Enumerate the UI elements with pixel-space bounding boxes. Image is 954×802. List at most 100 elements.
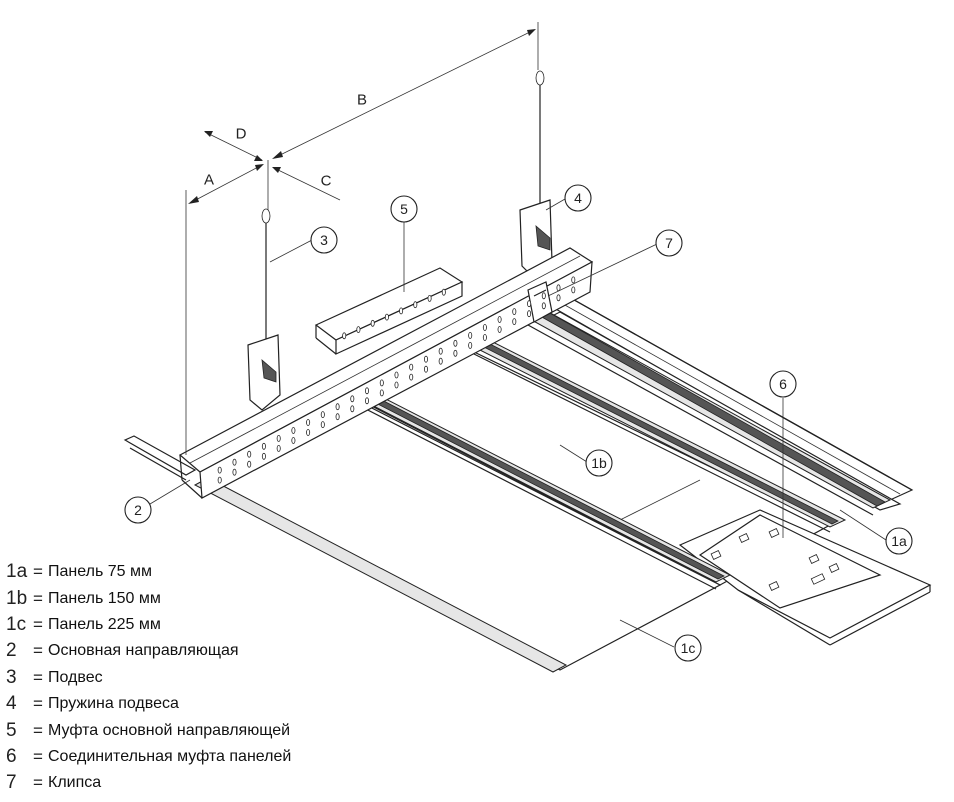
perforation-hole xyxy=(217,476,222,484)
legend-item-1b: 1b = Панель 150 мм xyxy=(6,585,291,611)
perforation-hole xyxy=(427,294,432,302)
perforation-hole xyxy=(379,389,384,397)
legend-item-3: 3 = Подвес xyxy=(6,665,291,691)
perforation-hole xyxy=(399,307,404,315)
legend-code: 7 xyxy=(6,772,17,794)
svg-text:3: 3 xyxy=(320,232,328,248)
perforation-hole xyxy=(453,349,458,357)
perforation-hole xyxy=(261,442,266,450)
legend-equals: = xyxy=(33,614,43,634)
perforation-hole xyxy=(438,347,443,355)
legend-equals: = xyxy=(33,667,43,687)
legend-equals: = xyxy=(33,588,43,608)
perforation-hole xyxy=(364,397,369,405)
legend-code: 2 xyxy=(6,640,17,662)
perforation-hole xyxy=(409,373,414,381)
perforation-hole xyxy=(453,339,458,347)
perforation-hole xyxy=(571,276,576,284)
perforation-hole xyxy=(247,450,252,458)
perforation-hole xyxy=(512,308,517,316)
callout-5: 5 xyxy=(390,195,418,223)
legend-item-5: 5 = Муфта основной направляющей xyxy=(6,717,291,743)
panel-connector-6 xyxy=(678,509,932,646)
legend-text: Муфта основной направляющей xyxy=(48,721,291,739)
legend-text: Пружина подвеса xyxy=(48,695,179,713)
legend-code: 1b xyxy=(6,587,28,609)
legend-code: 1a xyxy=(6,561,28,583)
perforation-hole xyxy=(291,427,296,434)
perforation-hole xyxy=(497,326,502,333)
panel-1c xyxy=(123,391,732,673)
svg-text:5: 5 xyxy=(400,201,408,217)
main-carrier-rail-2 xyxy=(178,247,594,499)
perforation-hole xyxy=(441,288,446,296)
perforation-hole xyxy=(394,381,399,389)
perforation-hole xyxy=(320,411,325,419)
perforation-hole xyxy=(217,466,222,474)
legend-item-2: 2 = Основная направляющая xyxy=(6,638,291,664)
perforation-hole xyxy=(556,284,561,292)
connector-perforations xyxy=(342,288,446,340)
perforation-hole xyxy=(335,403,340,411)
perforation-hole xyxy=(350,395,355,403)
perforation-hole xyxy=(261,452,266,460)
legend-text: Соединительная муфта панелей xyxy=(48,747,292,765)
main-rail-perforations xyxy=(217,276,576,484)
perforation-hole xyxy=(527,310,532,318)
perforation-hole xyxy=(364,387,369,395)
perforation-hole xyxy=(423,355,428,363)
perforation-hole xyxy=(394,371,399,379)
legend-code: 1c xyxy=(6,613,27,635)
svg-text:2: 2 xyxy=(134,502,142,518)
hanger-rod-3 xyxy=(247,208,281,411)
dimension-lines xyxy=(185,22,539,455)
svg-text:1a: 1a xyxy=(891,533,907,549)
perforation-hole xyxy=(482,324,487,331)
dimension-label-c: C xyxy=(321,173,332,190)
perforation-hole xyxy=(541,292,546,300)
legend-code: 6 xyxy=(6,745,17,767)
svg-text:4: 4 xyxy=(574,190,582,206)
perforation-hole xyxy=(306,419,311,426)
perforation-hole xyxy=(232,458,237,466)
legend-text: Панель 150 мм xyxy=(48,589,161,607)
svg-text:7: 7 xyxy=(665,235,673,251)
perforation-hole xyxy=(409,363,414,371)
perforation-hole xyxy=(291,437,296,444)
svg-text:1c: 1c xyxy=(681,640,696,656)
svg-text:6: 6 xyxy=(779,376,787,392)
callout-1a: 1a xyxy=(885,527,913,555)
callout-1b: 1b xyxy=(585,449,613,477)
perforation-hole xyxy=(571,286,576,294)
perforation-hole xyxy=(438,357,443,365)
perforation-hole xyxy=(541,302,546,310)
legend-equals: = xyxy=(33,694,43,714)
perforation-hole xyxy=(497,316,502,323)
perforation-hole xyxy=(356,326,361,334)
callout-6: 6 xyxy=(769,370,797,398)
legend-item-7: 7 = Клипса xyxy=(6,770,291,796)
legend-equals: = xyxy=(33,746,43,766)
perforation-hole xyxy=(276,434,281,442)
legend: 1a = Панель 75 мм 1b = Панель 150 мм 1c … xyxy=(6,559,291,797)
dimension-label-d: D xyxy=(236,126,247,143)
callout-2: 2 xyxy=(124,496,152,524)
perforation-hole xyxy=(342,332,347,340)
callout-4: 4 xyxy=(564,184,592,212)
hanger-rod-4 xyxy=(519,70,553,279)
perforation-hole xyxy=(350,405,355,413)
legend-code: 5 xyxy=(6,719,17,741)
perforation-hole xyxy=(468,341,473,349)
callout-3: 3 xyxy=(310,226,338,254)
perforation-hole xyxy=(413,301,418,309)
callout-leaders xyxy=(149,198,887,648)
panel-rail-rear xyxy=(526,309,892,516)
legend-code: 3 xyxy=(6,666,17,688)
legend-equals: = xyxy=(33,720,43,740)
perforation-hole xyxy=(556,294,561,302)
perforation-hole xyxy=(527,300,532,308)
svg-text:1b: 1b xyxy=(591,455,607,471)
dimension-label-b: B xyxy=(357,92,367,109)
legend-text: Подвес xyxy=(48,668,103,686)
